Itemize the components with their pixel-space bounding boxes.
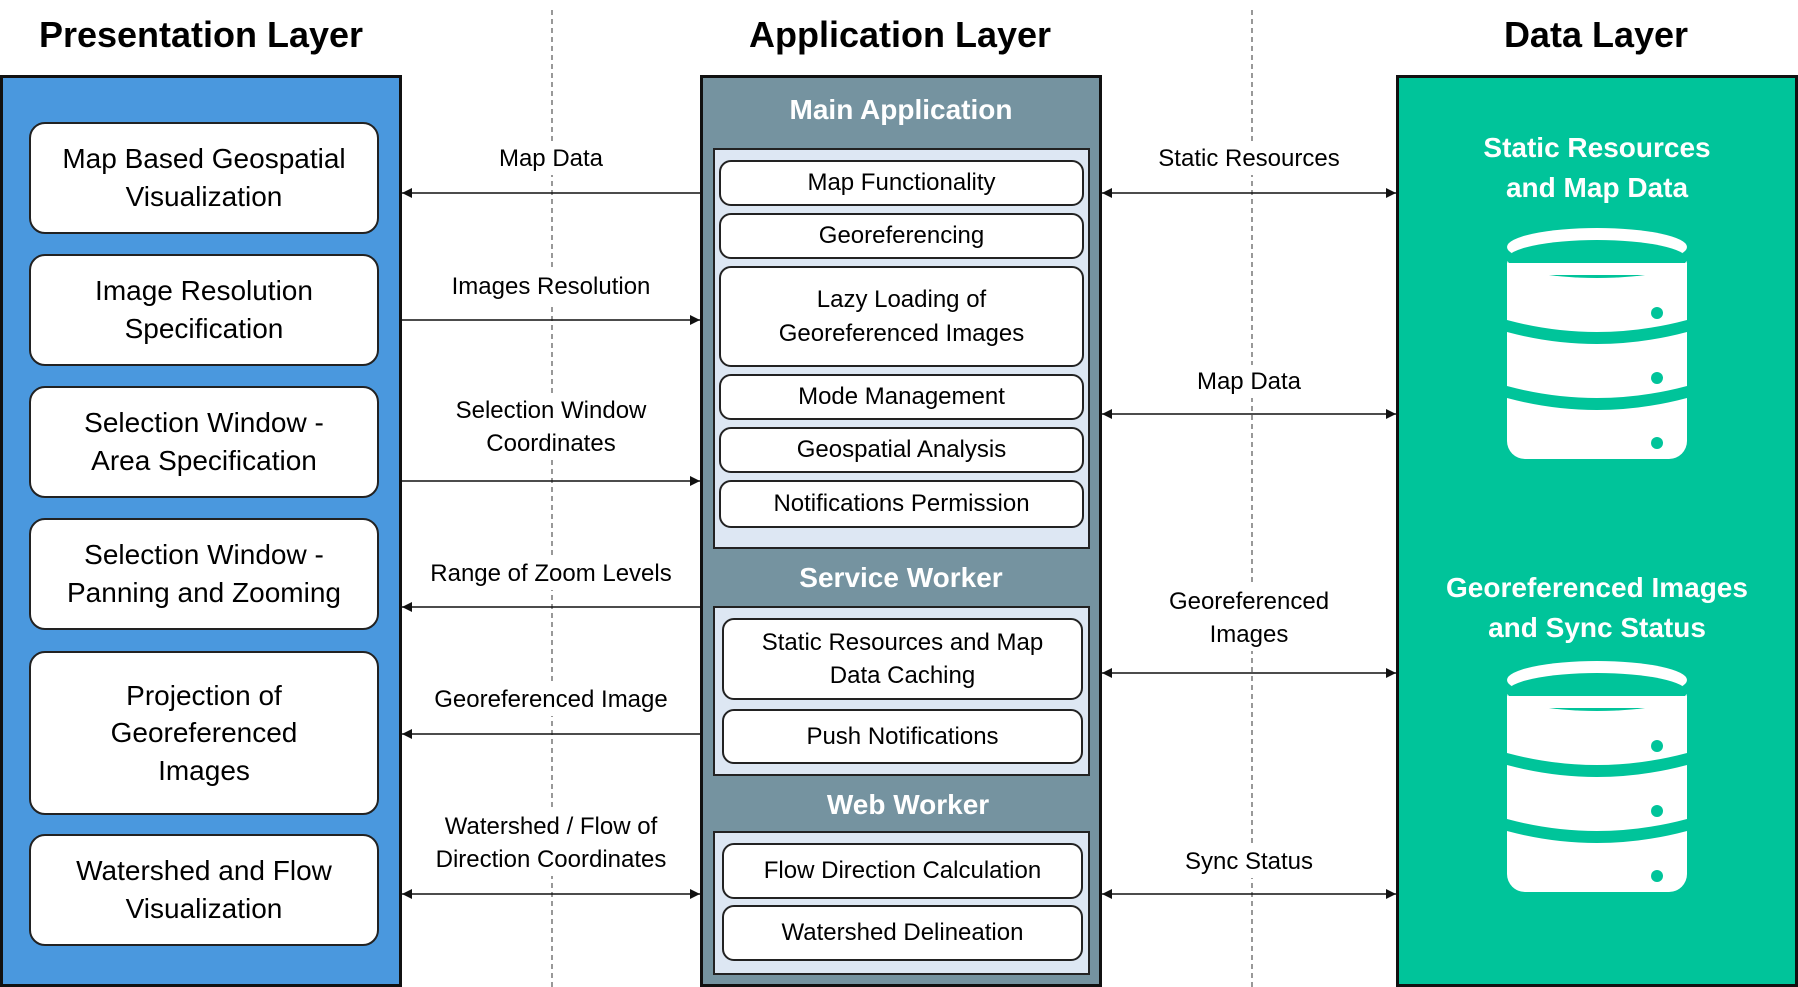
service-worker-group: Static Resources and Map Data Caching Pu… — [713, 606, 1090, 776]
database-icon — [1507, 228, 1687, 459]
map-visualization-box: Map Based Geospatial Visualization — [29, 122, 379, 234]
flow-label-map-data-right: Map Data — [1112, 365, 1386, 399]
flow-label-static-resources: Static Resources — [1112, 142, 1386, 176]
flow-direction-box: Flow Direction Calculation — [722, 843, 1083, 899]
lazy-loading-box: Lazy Loading of Georeferenced Images — [719, 266, 1084, 367]
static-resources-store-label: Static Resources and Map Data — [1483, 132, 1711, 203]
watershed-delineation-box: Watershed Delineation — [722, 905, 1083, 961]
data-layer-title: Data Layer — [1503, 14, 1689, 55]
flow-label-selection-window-coordinates: Selection Window Coordinates — [412, 394, 690, 461]
projection-box: Projection of Georeferenced Images — [29, 651, 379, 815]
data-layer-panel: Static Resources and Map Data Georeferen… — [1396, 75, 1798, 987]
push-notifications-box: Push Notifications — [722, 709, 1083, 764]
web-worker-group: Flow Direction Calculation Watershed Del… — [713, 831, 1090, 975]
geospatial-analysis-box: Geospatial Analysis — [719, 427, 1084, 473]
web-worker-title: Web Worker — [826, 789, 990, 820]
flow-label-sync-status: Sync Status — [1112, 845, 1386, 879]
presentation-layer-panel: Map Based Geospatial Visualization Image… — [0, 75, 402, 987]
main-application-group: Map Functionality Georeferencing Lazy Lo… — [713, 148, 1090, 549]
selection-panning-box: Selection Window - Panning and Zooming — [29, 518, 379, 630]
flow-label-georeferenced-image: Georeferenced Image — [412, 683, 690, 717]
image-resolution-box: Image Resolution Specification — [29, 254, 379, 366]
flow-label-georeferenced-images: Georeferenced Images — [1112, 585, 1386, 652]
caching-box: Static Resources and Map Data Caching — [722, 618, 1083, 700]
notifications-permission-box: Notifications Permission — [719, 480, 1084, 528]
service-worker-title: Service Worker — [799, 562, 1003, 593]
flow-label-map-data-left: Map Data — [412, 142, 690, 176]
flow-label-images-resolution: Images Resolution — [412, 270, 690, 304]
selection-area-box: Selection Window - Area Specification — [29, 386, 379, 498]
flow-label-watershed-coordinates: Watershed / Flow of Direction Coordinate… — [412, 810, 690, 877]
watershed-visualization-box: Watershed and Flow Visualization — [29, 834, 379, 946]
flow-label-range-of-zoom-levels: Range of Zoom Levels — [412, 557, 690, 591]
presentation-layer-title: Presentation Layer — [38, 14, 364, 55]
database-icon — [1507, 661, 1687, 892]
georeferencing-box: Georeferencing — [719, 213, 1084, 259]
application-layer-panel: Main Application Map Functionality Geore… — [700, 75, 1102, 987]
georeferenced-images-store-label: Georeferenced Images and Sync Status — [1446, 572, 1748, 643]
application-layer-title: Application Layer — [748, 14, 1052, 55]
map-functionality-box: Map Functionality — [719, 160, 1084, 206]
main-application-title: Main Application — [789, 94, 1013, 125]
mode-management-box: Mode Management — [719, 374, 1084, 420]
